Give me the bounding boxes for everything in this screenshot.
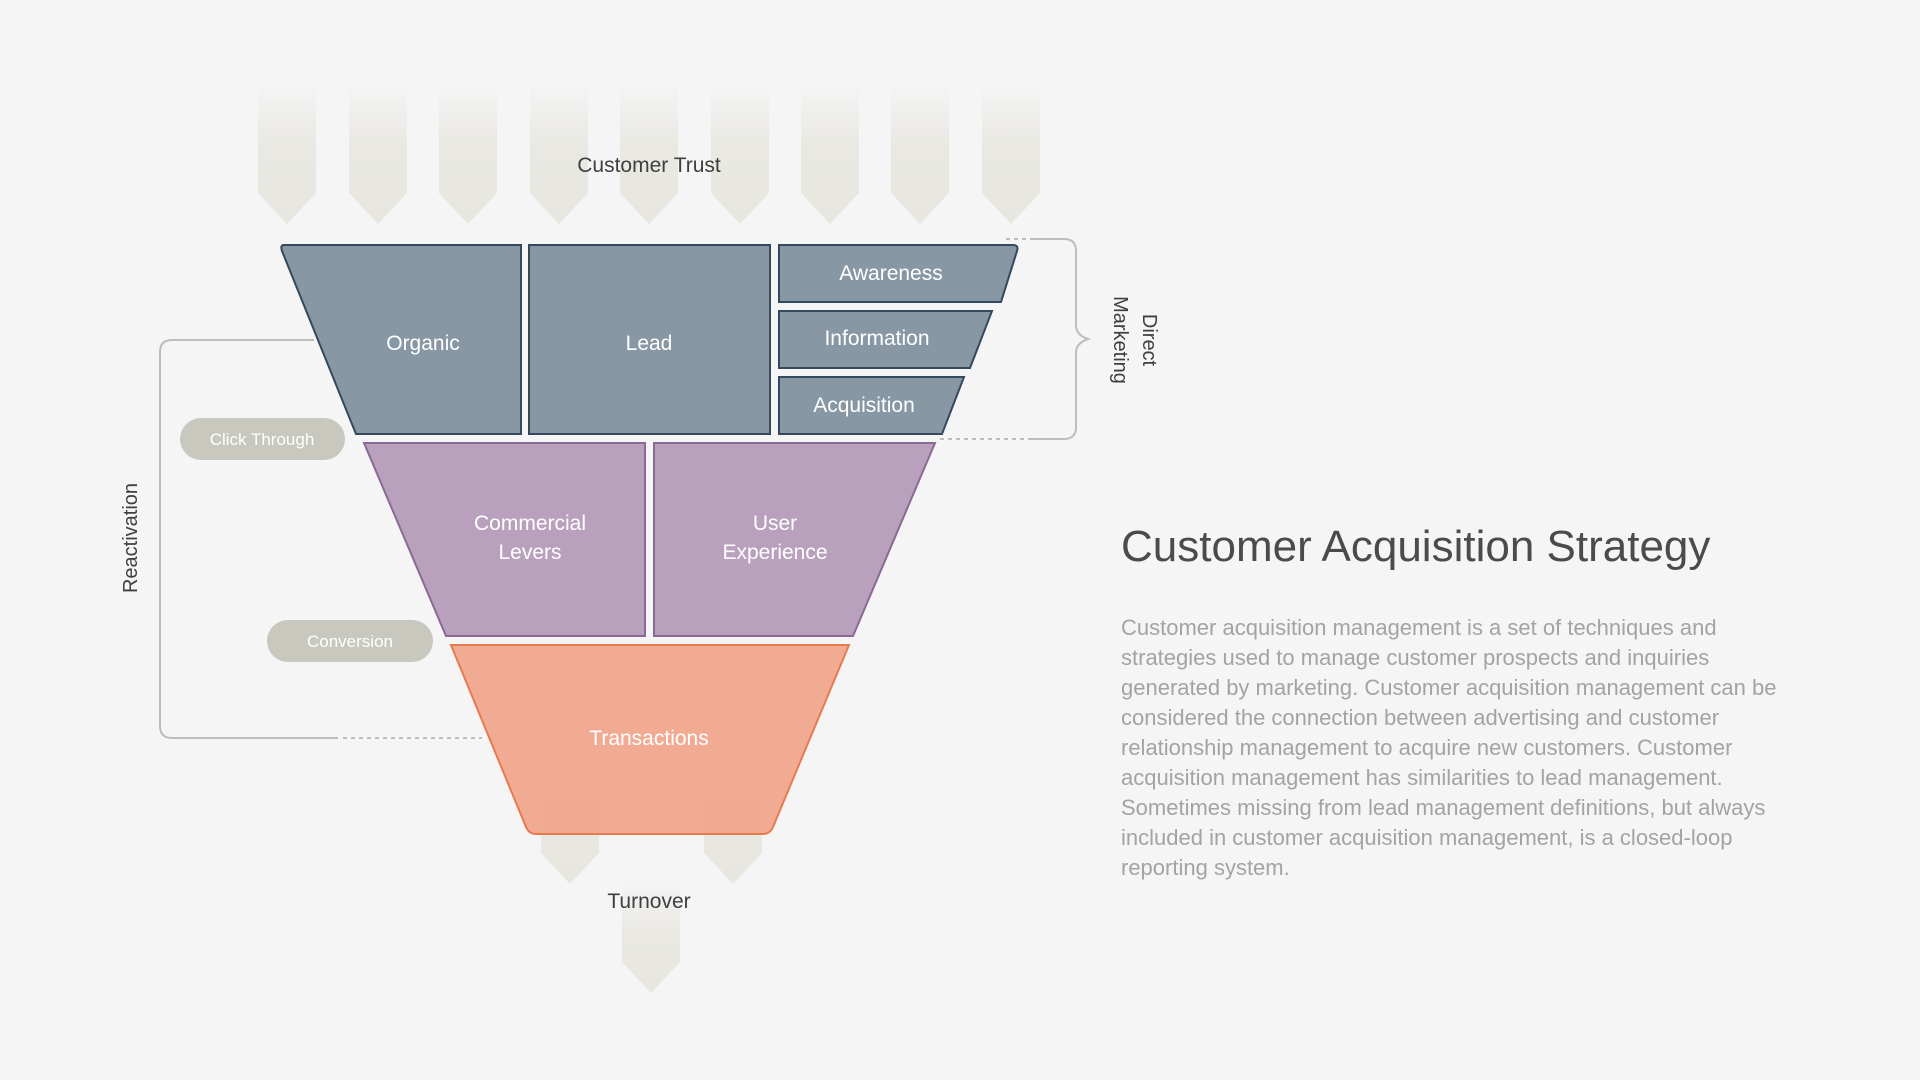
organic-segment: [280, 244, 522, 435]
acquisition-label: Acquisition: [813, 394, 915, 417]
commercial-levers-label-line2: Levers: [498, 541, 561, 564]
incoming-arrow: [258, 80, 316, 224]
conversion-pill: Conversion: [267, 620, 433, 662]
incoming-arrow: [530, 80, 588, 224]
turnover-label: Turnover: [607, 890, 690, 913]
incoming-arrow: [891, 80, 949, 224]
transactions-segment: [449, 644, 851, 835]
user-experience-segment: [653, 442, 937, 637]
reactivation-label: Reactivation: [120, 483, 142, 593]
reactivation-bracket-line: [159, 339, 338, 739]
acquisition-segment: [778, 376, 966, 435]
customer-trust-label: Customer Trust: [577, 154, 721, 177]
slide-body-text: Customer acquisition management is a set…: [1121, 615, 1777, 880]
direct-marketing-label-line2: Marketing: [1109, 296, 1131, 384]
awareness-label: Awareness: [839, 262, 943, 285]
click-through-label: Click Through: [210, 430, 315, 449]
direct-marketing-label-line1: Direct: [1138, 314, 1160, 367]
incoming-arrows: [258, 80, 1040, 224]
commercial-levers-segment: [362, 442, 646, 637]
incoming-arrow: [982, 80, 1040, 224]
incoming-arrow: [439, 80, 497, 224]
lead-segment: [528, 244, 771, 435]
reactivation-bracket: Reactivation: [120, 339, 482, 739]
incoming-arrow: [620, 80, 678, 224]
bottom-tier: Transactions: [449, 644, 851, 835]
information-label: Information: [824, 327, 929, 350]
middle-tier: Commercial Levers User Experience: [362, 442, 937, 637]
incoming-arrow: [801, 80, 859, 224]
direct-marketing-brace: [1030, 238, 1092, 440]
user-experience-label-line1: User: [753, 512, 797, 535]
user-experience-label-line2: Experience: [722, 541, 827, 564]
information-segment: [778, 310, 994, 369]
conversion-label: Conversion: [307, 632, 393, 651]
incoming-arrow: [711, 80, 769, 224]
lead-label: Lead: [626, 332, 673, 355]
transactions-label: Transactions: [589, 727, 708, 750]
top-tier: Organic Lead Awareness Information Acqui…: [280, 244, 1019, 435]
commercial-levers-label-line1: Commercial: [474, 512, 586, 535]
direct-marketing-bracket: Direct Marketing: [940, 238, 1160, 440]
awareness-segment: [778, 244, 1019, 303]
organic-label: Organic: [386, 332, 460, 355]
click-through-pill: Click Through: [180, 418, 345, 460]
slide-title: Customer Acquisition Strategy: [1121, 522, 1711, 571]
outgoing-arrow: [622, 880, 680, 993]
incoming-arrow: [349, 80, 407, 224]
